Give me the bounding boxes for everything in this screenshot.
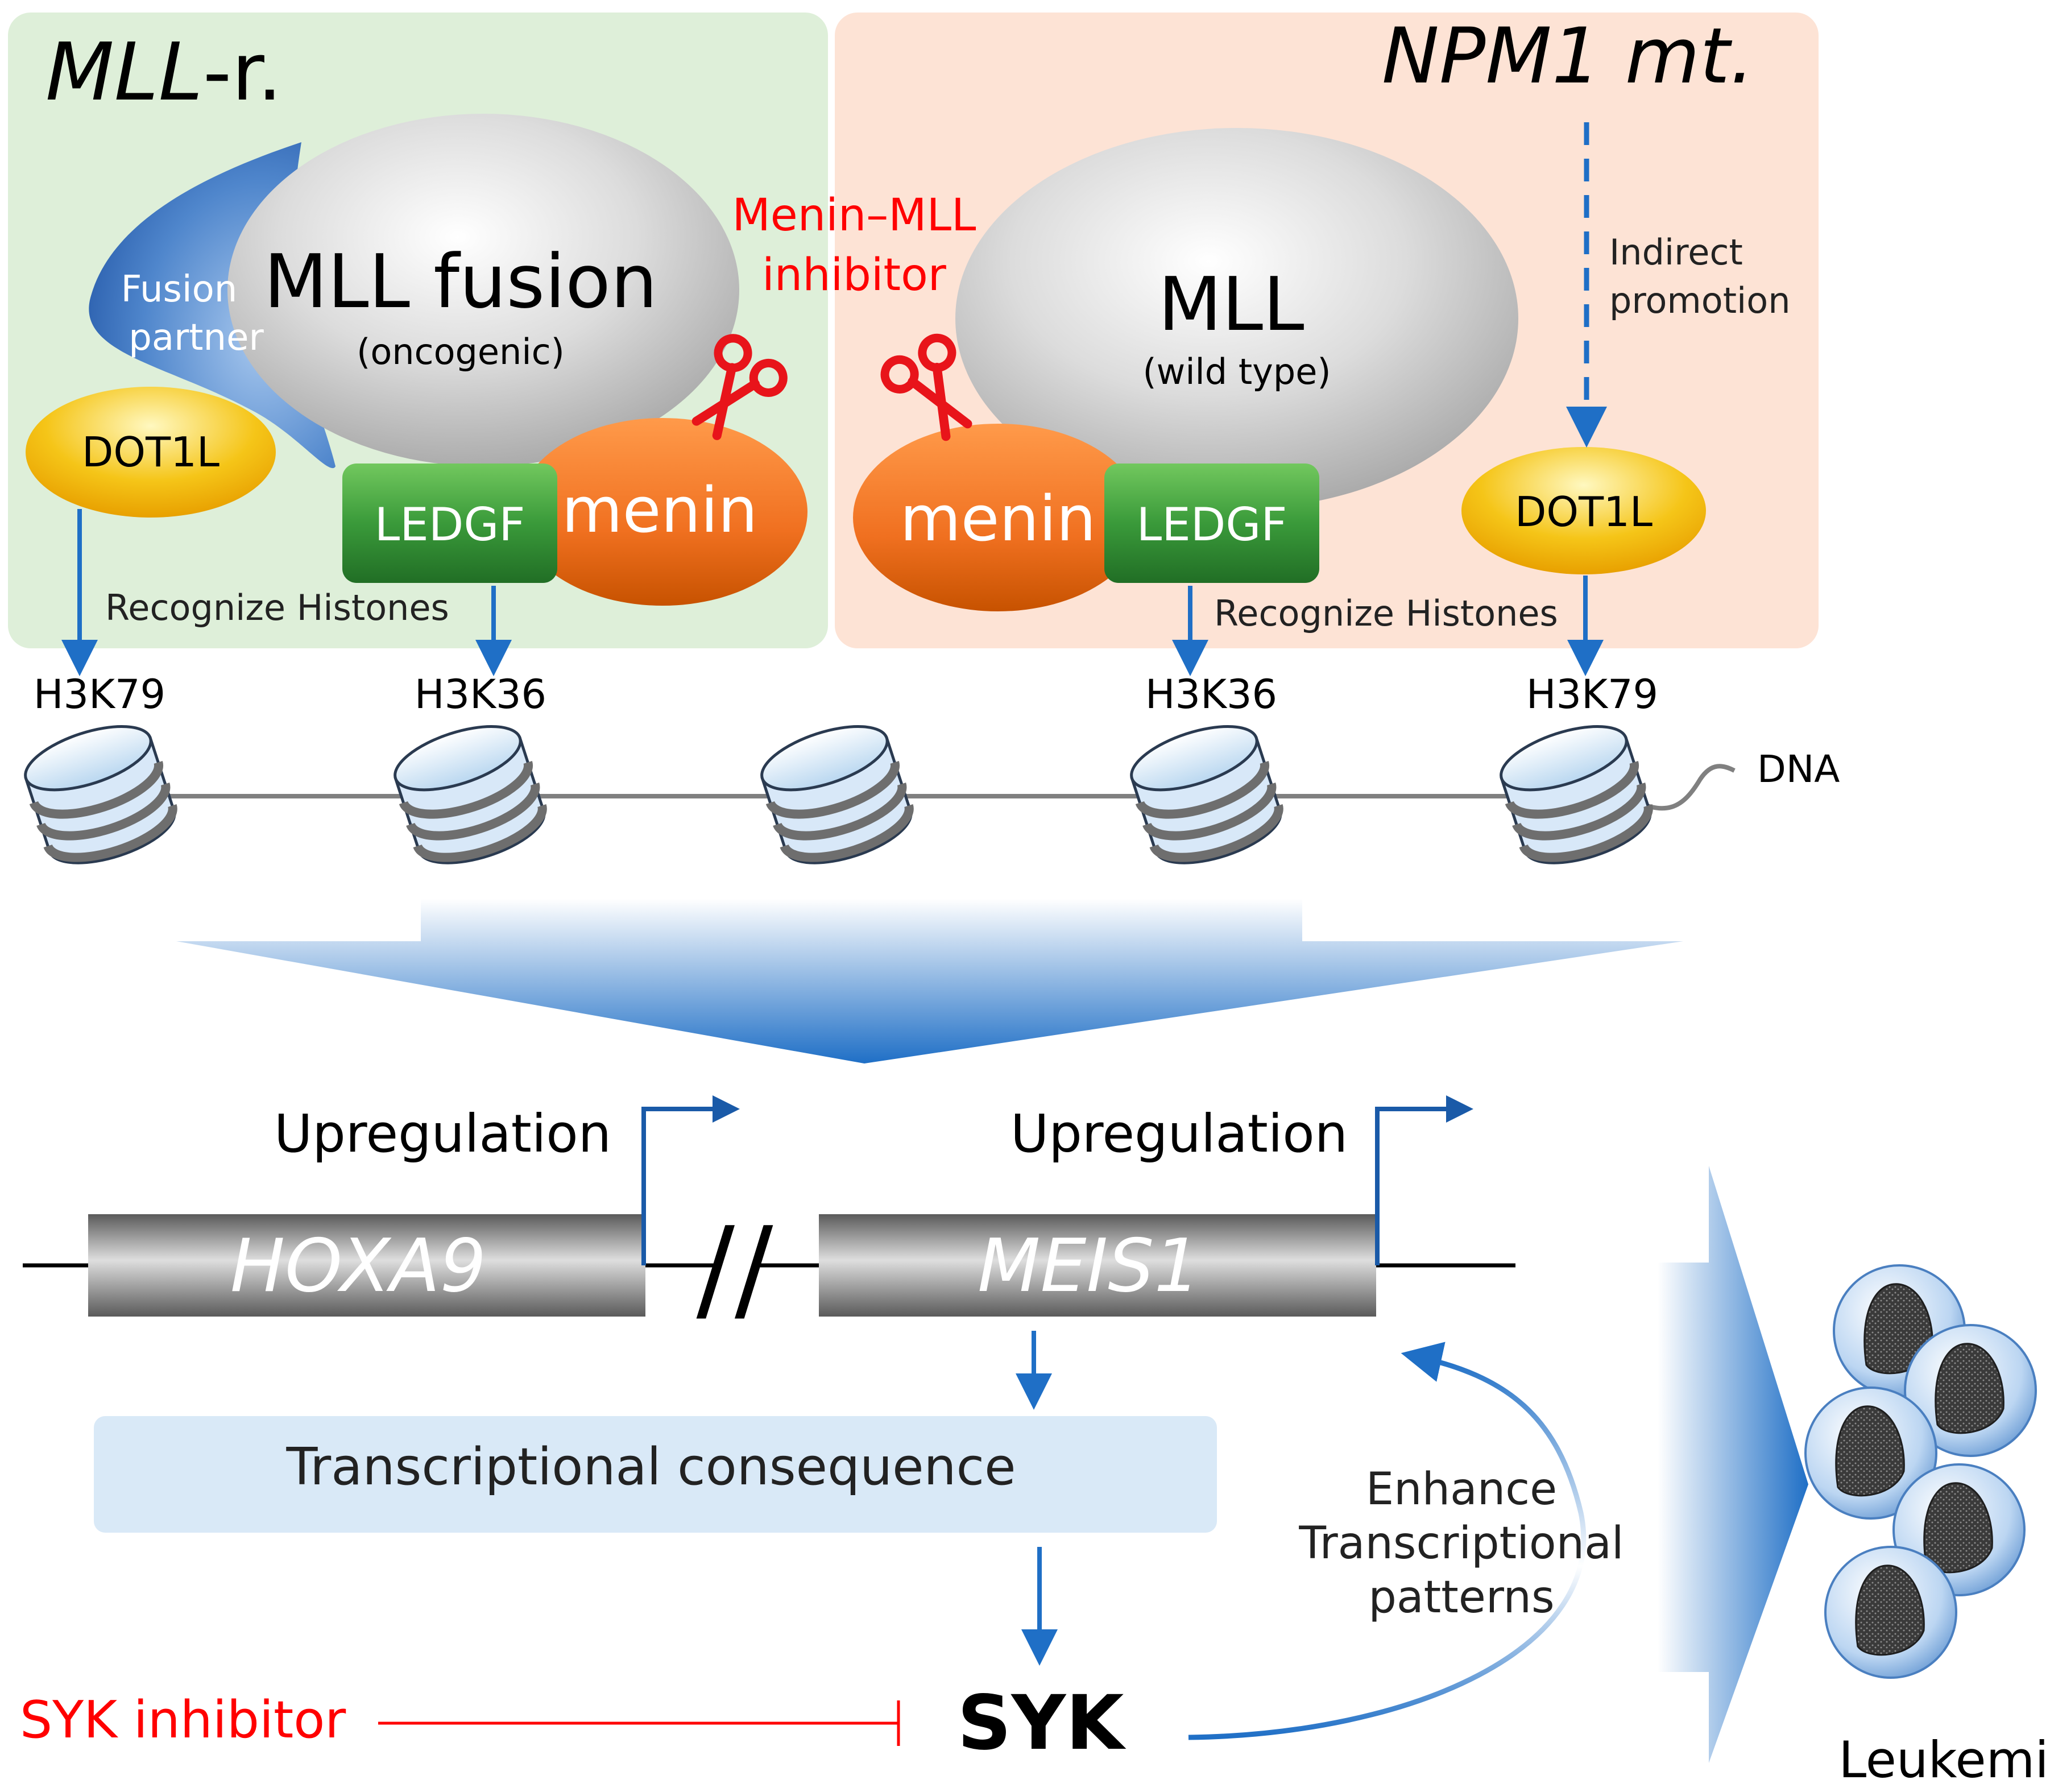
promoter-arrow-hoxa9	[641, 1095, 740, 1265]
recognize-histones-right: Recognize Histones	[1214, 593, 1558, 634]
enhance-label-2: Transcriptional	[1298, 1518, 1624, 1569]
menin-mll-inhibitor-label-2: inhibitor	[762, 250, 947, 301]
menin-right-label: menin	[900, 482, 1096, 555]
mll-fusion-sub: (oncogenic)	[357, 331, 565, 373]
dot1l-right	[1461, 447, 1706, 574]
enhance-feedback-arrow	[1188, 1342, 1587, 1740]
leukemia-cell	[1824, 1546, 1957, 1679]
ledgf-right	[1104, 463, 1319, 583]
h3k79-right-label: H3K79	[1526, 671, 1658, 718]
fusion-partner-label-2: partner	[129, 317, 264, 359]
side-arrow	[1658, 1166, 1808, 1763]
promoter-arrow-meis1	[1375, 1095, 1473, 1265]
h3k36-right-label: H3K36	[1145, 671, 1277, 718]
nucleosome	[760, 725, 914, 864]
mll-fusion-label: MLL fusion	[264, 238, 657, 325]
syk-inhibitor-label: SYK inhibitor	[20, 1690, 346, 1750]
hoxa9-label: HOXA9	[230, 1224, 486, 1309]
hoxa9-gene	[88, 1214, 645, 1317]
dot1l-right-label: DOT1L	[1515, 488, 1653, 536]
scissors-left-icon	[691, 334, 788, 440]
ledgf-left-label: LEDGF	[375, 498, 525, 551]
indirect-promotion-label-2: promotion	[1609, 280, 1791, 321]
transcriptional-consequence-box	[94, 1416, 1217, 1533]
enhance-label-3: patterns	[1368, 1572, 1554, 1623]
scissors-right-icon	[880, 333, 972, 441]
leukemia-cell	[1804, 1387, 1937, 1520]
meis1-gene	[819, 1214, 1376, 1317]
h3k36-left-label: H3K36	[415, 671, 546, 718]
menin-left-label: menin	[562, 474, 758, 547]
upregulation-hoxa9: Upregulation	[274, 1103, 611, 1164]
mll-fusion-ellipse	[227, 114, 739, 466]
meis1-label: MEIS1	[978, 1224, 1200, 1309]
menin-mll-inhibitor-label: Menin–MLL	[732, 190, 976, 241]
enhance-label-bg	[1282, 1462, 1533, 1632]
upregulation-meis1: Upregulation	[1010, 1103, 1348, 1164]
dot1l-left-label: DOT1L	[82, 428, 220, 476]
enhance-label: Enhance	[1366, 1464, 1557, 1515]
recognize-histones-left: Recognize Histones	[105, 587, 449, 628]
h3k79-left-label: H3K79	[34, 671, 165, 718]
indirect-promotion-label: Indirect	[1609, 231, 1743, 273]
nucleosome	[24, 725, 177, 864]
leukemia-label: Leukemia	[1838, 1731, 2050, 1789]
menin-left	[517, 418, 807, 606]
leukemia-cell	[1904, 1324, 2037, 1457]
mll-wt-ellipse	[955, 128, 1518, 509]
mll-wt-sub: (wild type)	[1142, 351, 1331, 392]
transcriptional-consequence-label: Transcriptional consequence	[286, 1437, 1016, 1497]
dot1l-left	[26, 387, 276, 518]
ledgf-right-label: LEDGF	[1137, 498, 1287, 551]
panel-title-npm1: NPM1 mt.	[1382, 11, 1754, 101]
fusion-partner-label: Fusion	[121, 268, 238, 311]
nucleosome	[1130, 725, 1283, 864]
menin-right	[853, 424, 1143, 611]
nucleosome	[1500, 725, 1653, 864]
dna-label: DNA	[1757, 747, 1840, 791]
syk-label: SYK	[958, 1679, 1127, 1767]
nucleosome	[394, 725, 547, 864]
panel-title-mll-r: MLL-r.	[45, 26, 283, 119]
big-down-arrow	[176, 899, 1683, 1063]
chromosome-break-mark: //	[697, 1203, 773, 1335]
mll-wt-label: MLL	[1158, 261, 1304, 347]
ledgf-left	[342, 463, 557, 583]
